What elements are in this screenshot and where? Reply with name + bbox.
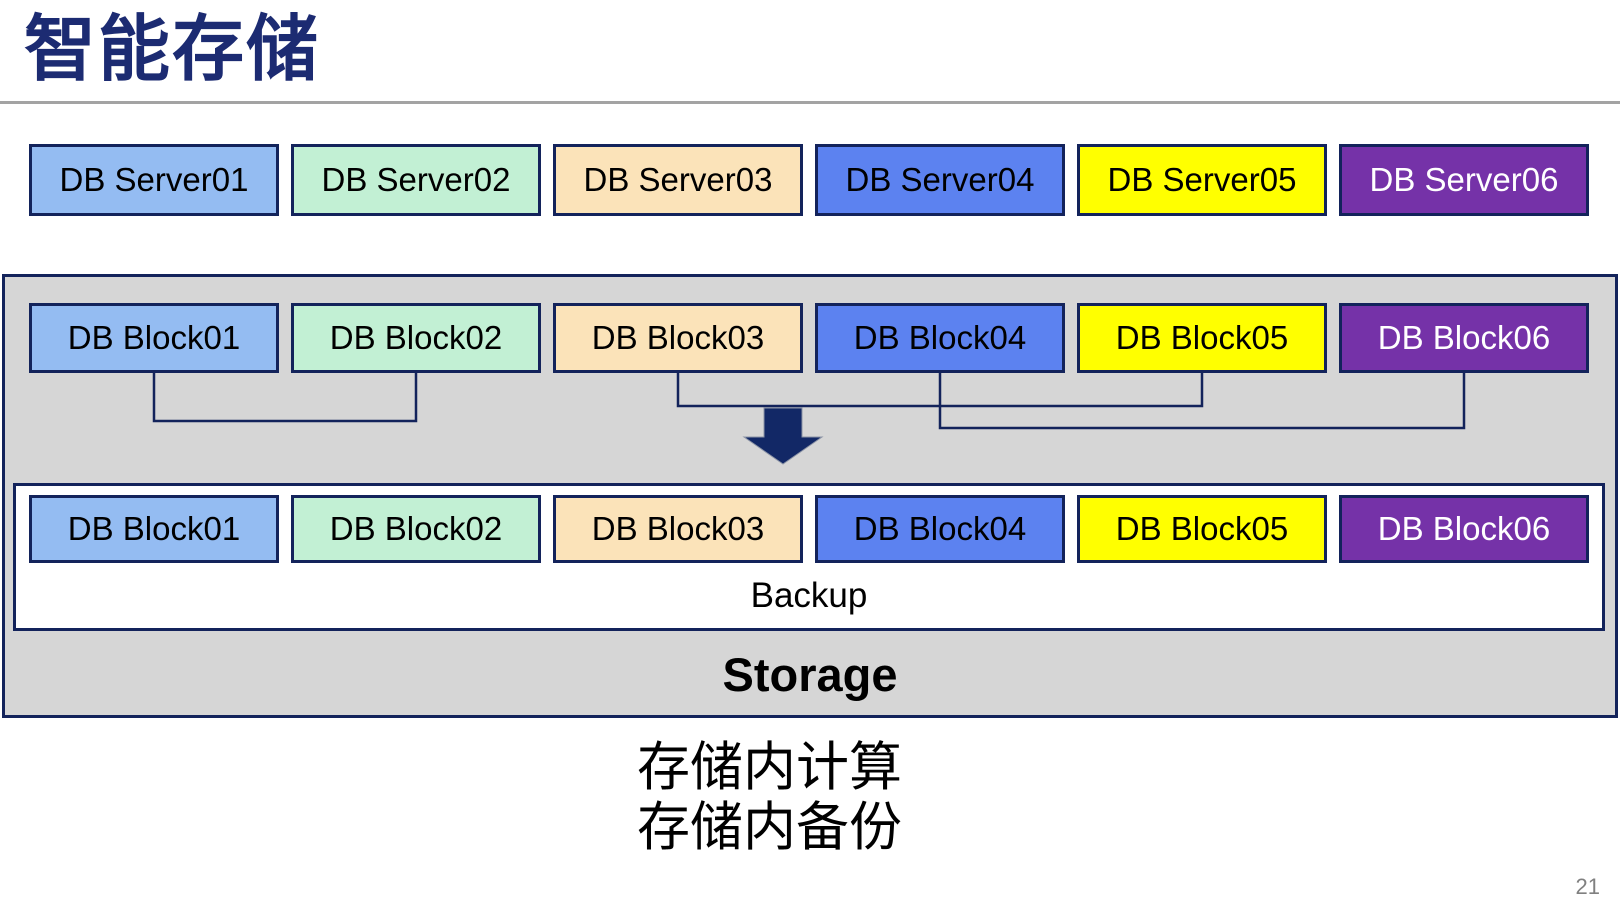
db-box: DB Server06: [1339, 144, 1589, 216]
db-box: DB Block01: [29, 303, 279, 373]
caption-text: 存储内计算 存储内备份: [637, 738, 902, 858]
db-box: DB Block05: [1077, 495, 1327, 563]
backup-label: Backup: [750, 576, 868, 615]
page-number: 21: [1575, 874, 1600, 899]
title-divider: [0, 101, 1620, 104]
caption-line-2: 存储内备份: [637, 798, 902, 857]
page-title: 智能存储: [24, 10, 321, 90]
db-box: DB Block02: [291, 495, 541, 563]
db-box: DB Server04: [815, 144, 1065, 216]
db-box: DB Block05: [1077, 303, 1327, 373]
db-box: DB Block02: [291, 303, 541, 373]
caption-line-1: 存储内计算: [637, 738, 902, 797]
storage-label: Storage: [722, 648, 898, 701]
db-box: DB Server01: [29, 144, 279, 216]
db-box: DB Block01: [29, 495, 279, 563]
db-box: DB Block04: [815, 303, 1065, 373]
db-box: DB Block06: [1339, 303, 1589, 373]
db-box: DB Block03: [553, 303, 803, 373]
db-box: DB Server03: [553, 144, 803, 216]
db-box: DB Block04: [815, 495, 1065, 563]
db-box: DB Block06: [1339, 495, 1589, 563]
db-box: DB Block03: [553, 495, 803, 563]
db-box: DB Server02: [291, 144, 541, 216]
db-box: DB Server05: [1077, 144, 1327, 216]
